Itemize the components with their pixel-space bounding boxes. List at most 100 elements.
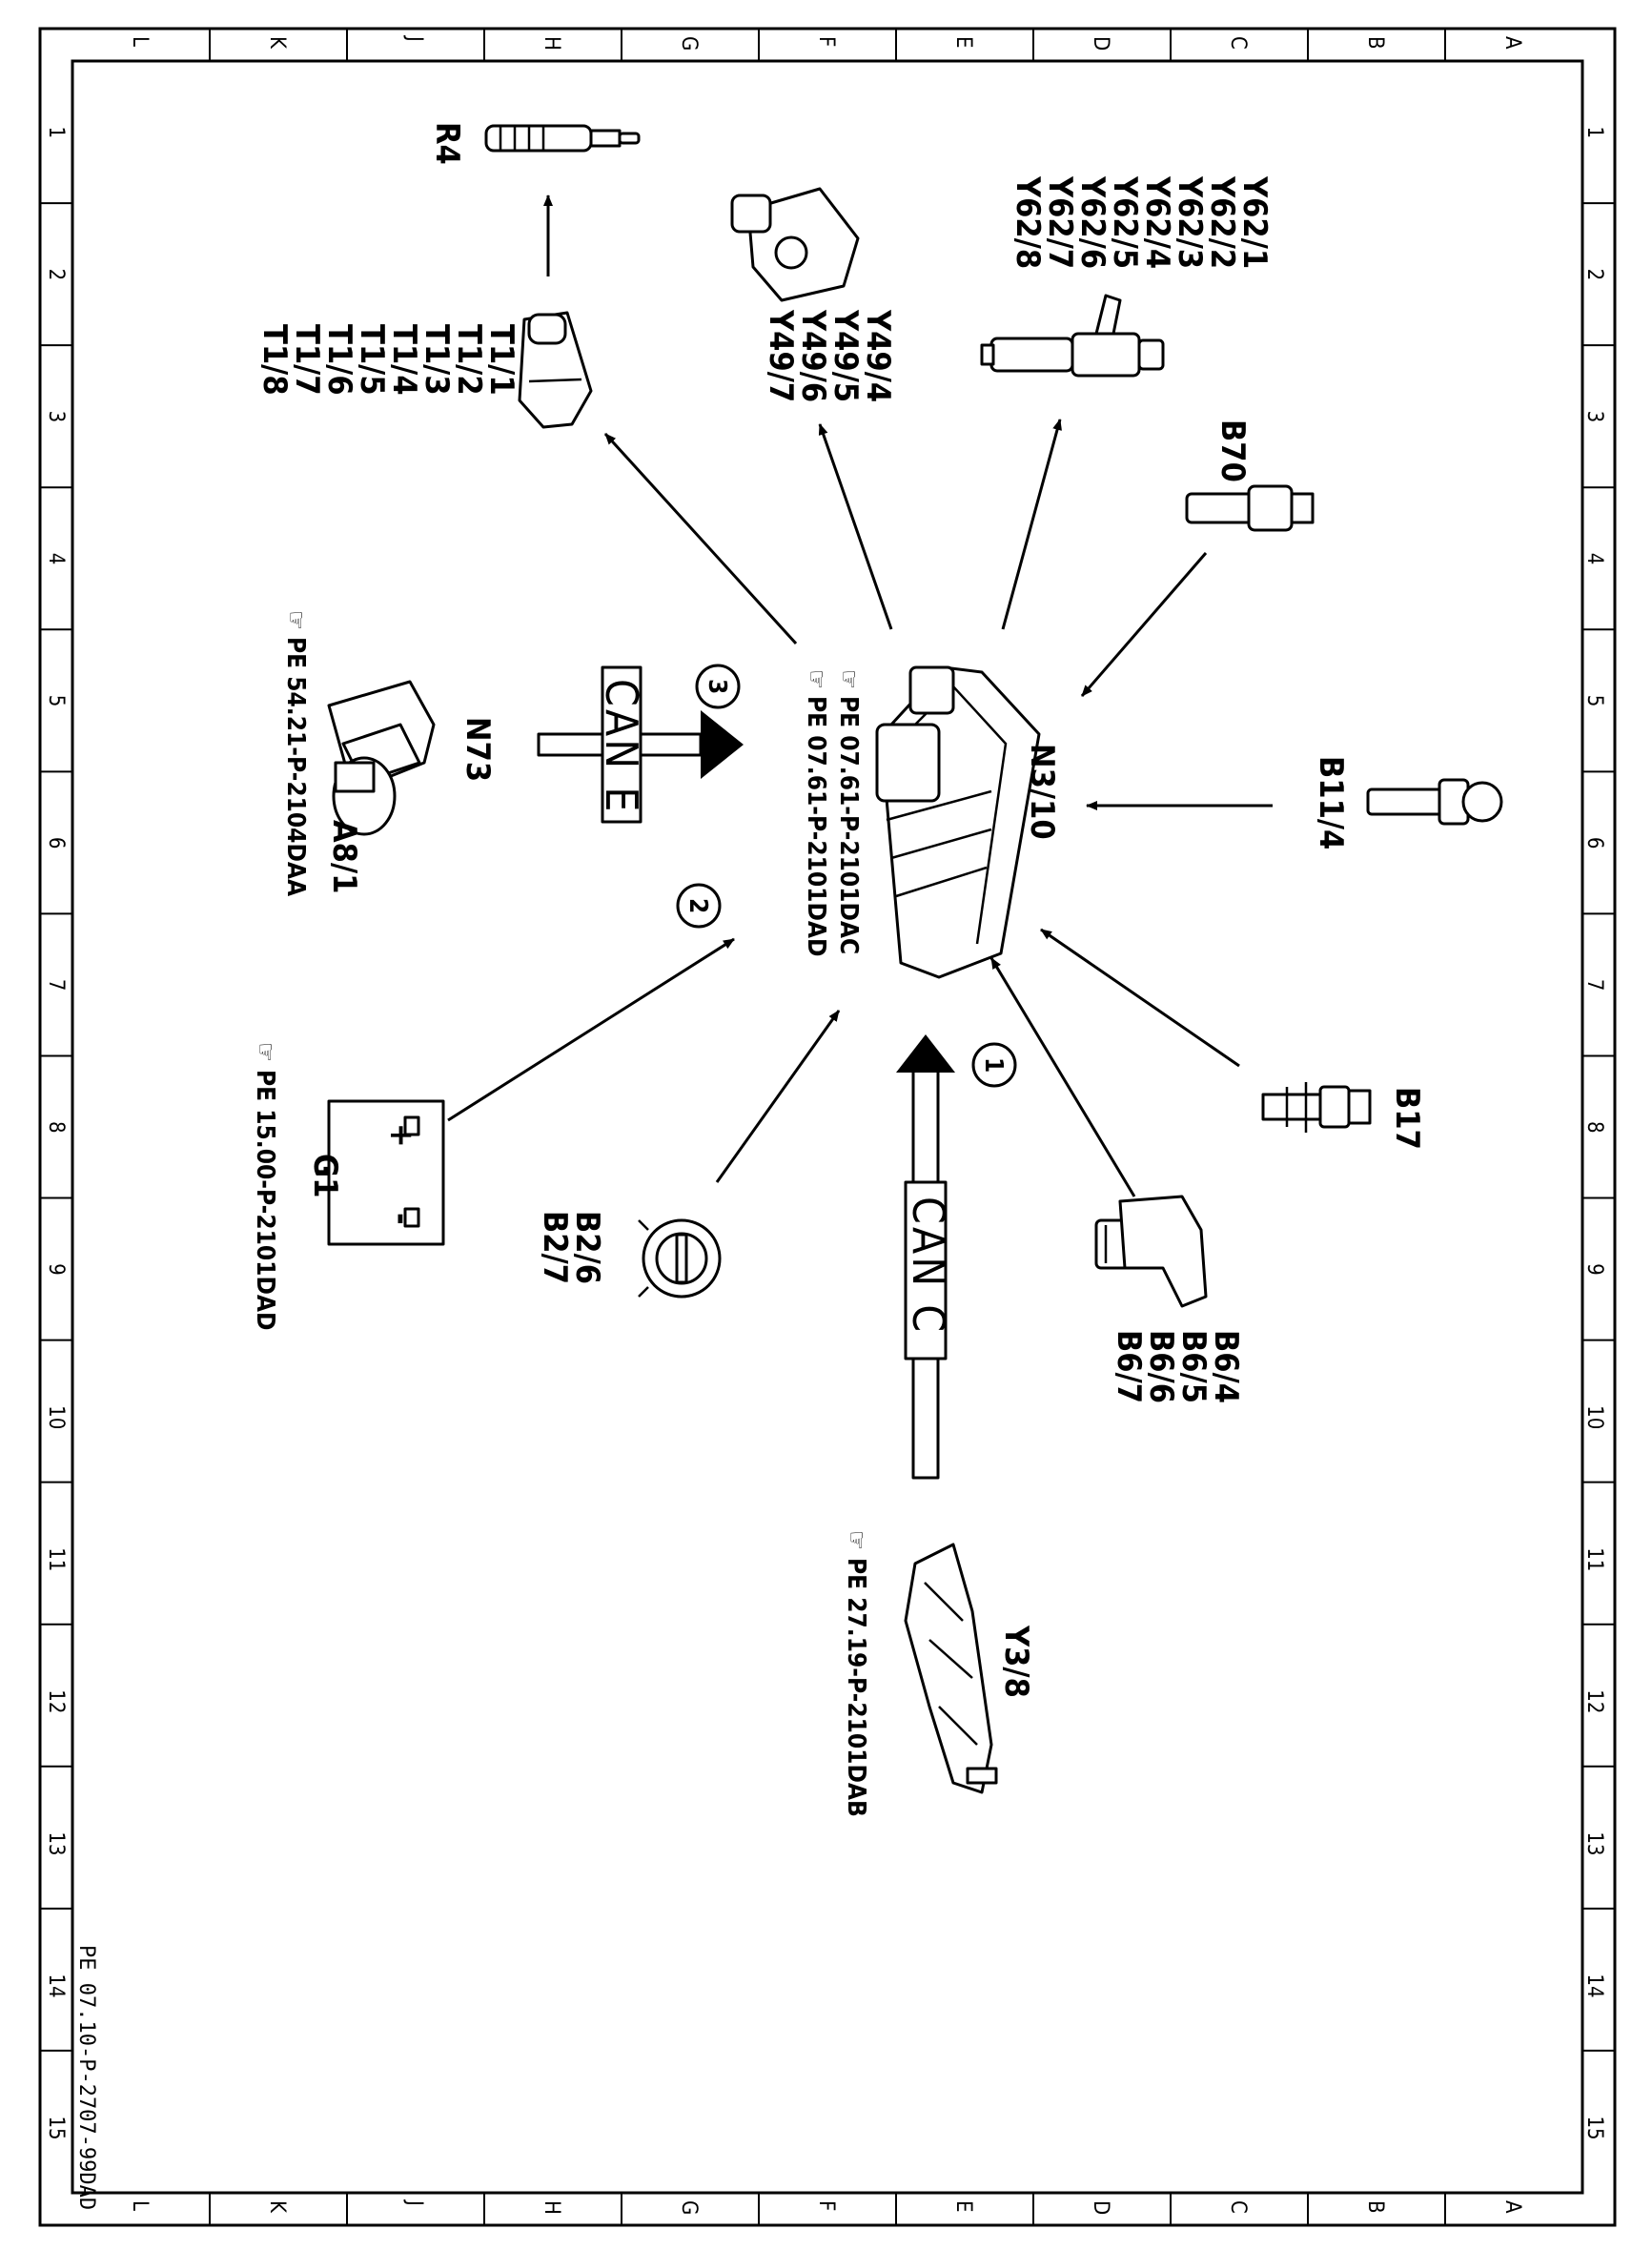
- arrow-ecu-to-y62: [1001, 419, 1062, 630]
- b6-label: B6/4: [1207, 1330, 1245, 1403]
- b6-labels: B6/4B6/5B6/6B6/7: [1110, 1330, 1245, 1403]
- can-e-label: CAN E: [596, 679, 647, 814]
- ignition-switch-n73: [327, 680, 436, 836]
- frame-letter-bottom: D: [1089, 2200, 1112, 2215]
- camshaft-sensor-b6: [1094, 1195, 1208, 1308]
- y62-label: Y62/5: [1106, 175, 1144, 269]
- frame-letter-top: J: [402, 34, 426, 42]
- svg-text:2: 2: [683, 898, 712, 913]
- g1-ref: PE 15.00-P-2101DAD: [251, 1070, 279, 1330]
- frame-number-left: 3: [44, 411, 68, 423]
- arrow-b6-to-ecu: [989, 957, 1136, 1197]
- can-c-bus: [896, 1034, 955, 1480]
- can-e-bus: [537, 665, 744, 824]
- y62-label: Y62/4: [1138, 175, 1176, 269]
- t1-labels: T1/1T1/2T1/3T1/4T1/5T1/6T1/7T1/8: [255, 324, 520, 396]
- y49-label: Y49/7: [762, 309, 800, 402]
- t1-label: T1/3: [418, 324, 456, 396]
- battery-minus: -: [382, 1213, 420, 1225]
- t1-label: T1/8: [255, 324, 294, 396]
- frame-letter-top: D: [1089, 36, 1112, 51]
- b2-label: B2/7: [536, 1211, 574, 1284]
- frame-number-left: 1: [44, 127, 68, 139]
- y49-label: Y49/5: [826, 309, 865, 402]
- frame-letter-bottom: F: [814, 2200, 838, 2211]
- arrow-b70-to-ecu: [1080, 552, 1208, 697]
- b70-label: B70: [1214, 419, 1252, 482]
- frame-letter-bottom: G: [677, 2200, 701, 2215]
- pointer-icon: ☞: [802, 669, 830, 689]
- t1-label: T1/7: [288, 324, 326, 396]
- frame-letter-bottom: B: [1363, 2200, 1387, 2214]
- t1-label: T1/2: [450, 324, 488, 396]
- t1-label: T1/5: [353, 324, 391, 396]
- frame-number-right: 9: [1582, 1263, 1606, 1276]
- arrow-b17-to-ecu: [1040, 928, 1240, 1068]
- frame-number-right: 8: [1582, 1121, 1606, 1134]
- frame-ticks: [40, 29, 1615, 2225]
- frame-letter-bottom: L: [128, 2200, 152, 2211]
- svg-text:3: 3: [703, 679, 731, 694]
- frame-number-right: 15: [1582, 2116, 1606, 2139]
- pointer-icon: ☞: [842, 1530, 870, 1550]
- arrow-g1-to-ecu: [447, 937, 735, 1122]
- pointer-icon: ☞: [834, 669, 863, 689]
- battery-plus: +: [382, 1123, 420, 1148]
- bubble-1: 1: [971, 1042, 1017, 1088]
- a8-1-label: A8/1: [325, 820, 363, 893]
- svg-text:1: 1: [979, 1057, 1008, 1073]
- b6-label: B6/6: [1142, 1330, 1180, 1403]
- frame-letter-bottom: E: [951, 2200, 975, 2213]
- frame-letter-bottom: J: [402, 2199, 426, 2206]
- frame-number-right: 14: [1582, 1974, 1606, 1997]
- frame-letter-bottom: H: [540, 2200, 563, 2215]
- b17-label: B17: [1388, 1087, 1426, 1150]
- b2-label: B2/6: [568, 1211, 606, 1284]
- coolant-sensor-b11-4: [1366, 778, 1503, 826]
- ecu-ref-1: PE 07.61-P-2101DAC: [834, 696, 863, 954]
- b2-labels: B2/6B2/7: [536, 1211, 606, 1284]
- frame-number-left: 12: [44, 1689, 68, 1713]
- frame-number-left: 10: [44, 1405, 68, 1429]
- b6-label: B6/7: [1110, 1330, 1148, 1403]
- frame-letter-top: C: [1226, 36, 1250, 50]
- g1-label: G1: [306, 1154, 344, 1197]
- frame-number-left: 9: [44, 1263, 68, 1276]
- bubble-3: 3: [695, 664, 741, 709]
- frame-letter-top: A: [1500, 36, 1524, 50]
- frame-letter-top: B: [1363, 36, 1387, 50]
- camshaft-adjuster-y49: [730, 187, 860, 302]
- frame-number-right: 3: [1582, 411, 1606, 423]
- frame-number-left: 8: [44, 1121, 68, 1134]
- n73-label: N73: [459, 717, 497, 782]
- frame-number-right: 11: [1582, 1547, 1606, 1571]
- y62-label: Y62/6: [1073, 175, 1112, 269]
- y62-label: Y62/3: [1171, 175, 1209, 269]
- y49-label: Y49/4: [859, 309, 897, 402]
- frame-number-left: 4: [44, 553, 68, 565]
- ecu-ref-2: PE 07.61-P-2101DAD: [802, 696, 830, 956]
- frame-number-right: 4: [1582, 553, 1606, 565]
- y62-label: Y62/8: [1009, 175, 1047, 269]
- ecu-label: N3/10: [1023, 744, 1061, 840]
- frame-number-left: 2: [44, 269, 68, 281]
- frame-letter-top: K: [265, 36, 289, 50]
- y3-8-ref: PE 27.19-P-2101DAB: [842, 1558, 870, 1817]
- n73-ref: PE 54.21-P-2104DAA: [281, 637, 310, 896]
- frame-letter-bottom: C: [1226, 2200, 1250, 2214]
- y62-label: Y62/7: [1041, 175, 1079, 269]
- pointer-icon: ☞: [281, 610, 310, 630]
- intake-temp-sensor-b17: [1261, 1082, 1372, 1133]
- frame-number-left: 7: [44, 979, 68, 992]
- frame-number-right: 1: [1582, 127, 1606, 139]
- frame-number-left: 13: [44, 1831, 68, 1855]
- y62-label: Y62/2: [1203, 175, 1241, 269]
- frame-number-right: 2: [1582, 269, 1606, 281]
- bubble-2: 2: [676, 883, 722, 929]
- spark-plug-r4: [484, 124, 641, 153]
- t1-label: T1/6: [320, 324, 358, 396]
- r4-label: R4: [428, 122, 466, 165]
